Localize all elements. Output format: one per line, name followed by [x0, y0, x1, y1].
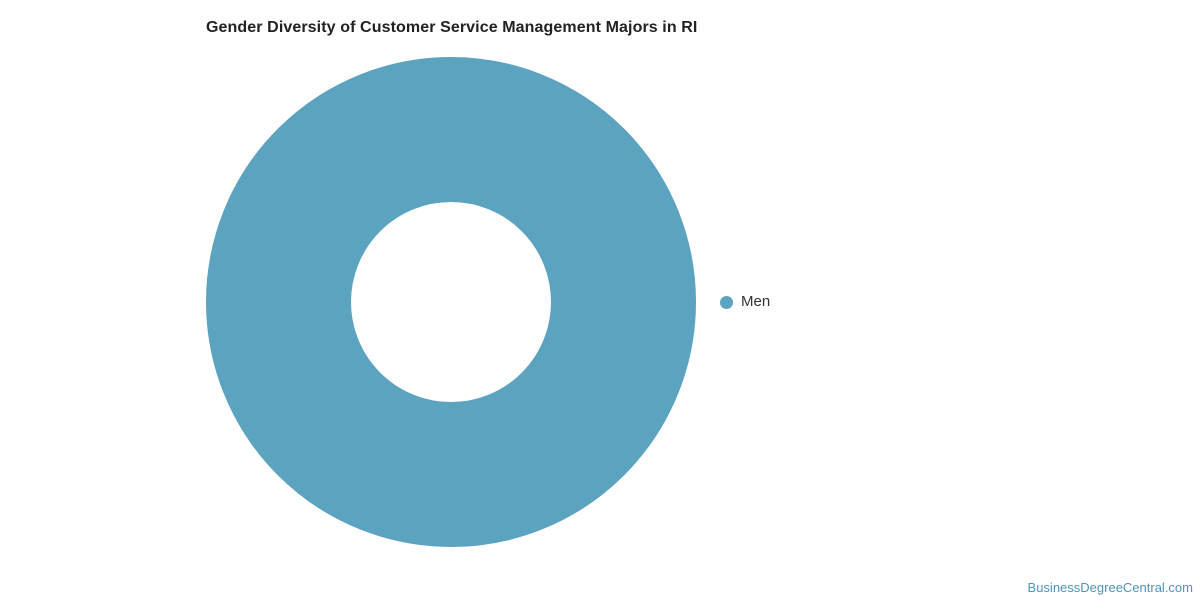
chart-legend: Men: [720, 294, 770, 310]
donut-chart-svg: [206, 57, 696, 547]
attribution-link[interactable]: BusinessDegreeCentral.com: [1027, 580, 1193, 595]
legend-marker: [720, 295, 733, 309]
chart-title: Gender Diversity of Customer Service Man…: [206, 19, 698, 36]
legend-item-men[interactable]: Men: [720, 294, 770, 310]
legend-label: Men: [741, 293, 771, 310]
donut-chart: [206, 57, 696, 547]
donut-slice-men[interactable]: [206, 57, 696, 547]
